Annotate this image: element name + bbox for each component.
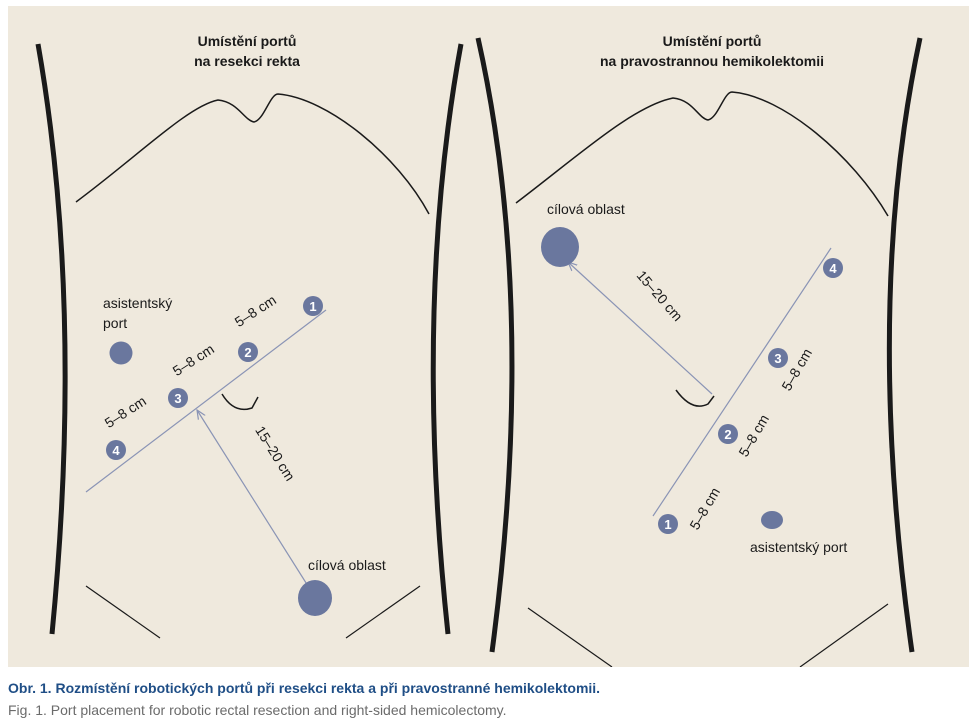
left-distance-1-2: 5–8 cm [232,292,279,330]
left-target-arrow [197,410,309,587]
left-target-label: cílová oblast [308,557,386,573]
left-port-2-number: 2 [244,345,251,360]
right-assistant-port-marker [761,511,783,529]
right-assistant-port-label: asistentský port [750,539,847,555]
right-torso-left-contour [475,37,515,653]
left-assistant-port-marker [109,341,133,365]
right-title-line1: Umístění portů [663,33,762,49]
left-port-3-number: 3 [174,391,181,406]
right-hip-line-right [799,603,889,667]
left-title-line1: Umístění portů [198,33,297,49]
left-title-line2: na resekci rekta [194,53,300,69]
right-target-arrow [568,262,713,395]
left-torso [35,43,464,639]
right-distance-2-3: 5–8 cm [735,412,772,460]
right-target-label: cílová oblast [547,201,625,217]
left-assistant-port-label-line2: port [103,315,127,331]
right-torso-right-contour [886,37,923,653]
left-distance-3-4: 5–8 cm [102,393,149,431]
right-torso [475,37,923,667]
port-placement-diagram: 1 2 3 4 Umístění portů na resekci rekta … [35,33,923,667]
right-port-2: 2 [718,424,738,444]
right-target-area-marker [541,227,579,267]
left-port-4-number: 4 [112,443,120,458]
left-hip-line-right [345,585,421,639]
left-port-line [85,309,327,493]
figure-caption-english: Fig. 1. Port placement for robotic recta… [8,702,507,718]
right-port-1: 1 [658,514,678,534]
left-port-2: 2 [238,342,258,362]
left-right-angle-mark [221,393,259,411]
left-port-1: 1 [303,296,323,316]
left-hip-line-left [85,585,161,639]
right-port-4: 4 [823,258,843,278]
right-target-distance: 15–20 cm [634,267,686,324]
right-title-line2: na pravostrannou hemikolektomii [600,53,824,69]
left-torso-right-contour [430,43,464,635]
left-ribcage-line [75,93,430,215]
figure-caption-czech: Obr. 1. Rozmístění robotických portů při… [8,680,601,696]
right-port-2-number: 2 [724,427,731,442]
right-distance-1-2: 5–8 cm [686,485,723,533]
right-port-1-number: 1 [664,517,671,532]
left-target-distance: 15–20 cm [252,423,298,484]
left-distance-2-3: 5–8 cm [170,341,217,379]
right-right-angle-mark [675,389,715,407]
left-port-4: 4 [106,440,126,460]
right-ribcage-line [515,91,889,217]
left-port-1-number: 1 [309,299,316,314]
figure-panel: 1 2 3 4 Umístění portů na resekci rekta … [8,6,969,667]
right-hip-line-left [527,607,613,667]
right-port-4-number: 4 [829,261,837,276]
right-port-3: 3 [768,348,788,368]
left-torso-left-contour [35,43,68,635]
right-port-3-number: 3 [774,351,781,366]
left-assistant-port-label-line1: asistentský [103,295,172,311]
right-port-line [652,247,832,517]
left-port-3: 3 [168,388,188,408]
left-target-area-marker [298,580,332,616]
